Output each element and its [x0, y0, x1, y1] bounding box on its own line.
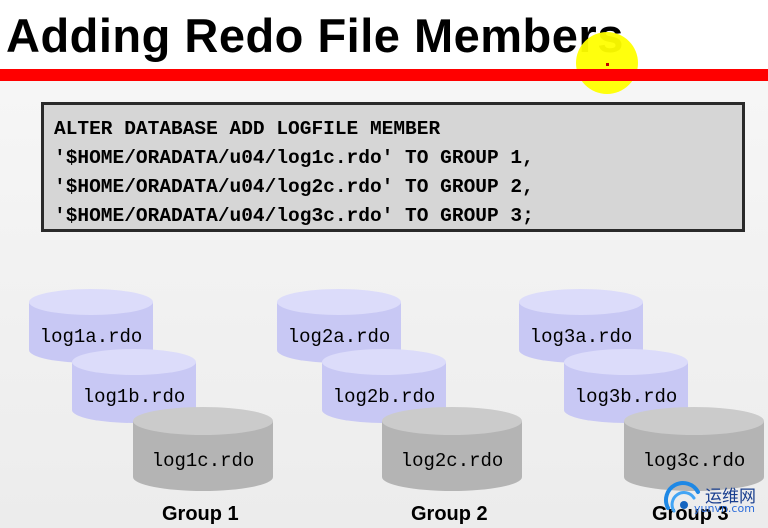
- member-label: log1a.rdo: [39, 326, 143, 348]
- disk-log1c: log1c.rdo: [132, 406, 274, 492]
- disk-log3b: log3b.rdo: [563, 348, 689, 424]
- member-label: log3b.rdo: [574, 386, 678, 408]
- member-label: log1c.rdo: [151, 450, 255, 472]
- member-label: log3a.rdo: [529, 326, 633, 348]
- code-line: '$HOME/ORADATA/u04/log1c.rdo' TO GROUP 1…: [54, 147, 534, 169]
- disk-log3a: log3a.rdo: [518, 288, 644, 364]
- disk-log1b: log1b.rdo: [71, 348, 197, 424]
- slide-title: Adding Redo File Members: [6, 9, 624, 62]
- code-line: '$HOME/ORADATA/u04/log2c.rdo' TO GROUP 2…: [54, 176, 534, 198]
- member-label: log2c.rdo: [400, 450, 504, 472]
- watermark-url: yunvn.com: [694, 502, 755, 515]
- watermark-text: 运维网: [705, 487, 756, 507]
- disk-log3c: log3c.rdo: [623, 406, 765, 492]
- code-line: ALTER DATABASE ADD LOGFILE MEMBER: [54, 118, 441, 140]
- group-label: Group 1: [162, 503, 239, 525]
- code-line: '$HOME/ORADATA/u04/log3c.rdo' TO GROUP 3…: [54, 205, 534, 227]
- disk-log2a: log2a.rdo: [276, 288, 402, 364]
- member-label: log3c.rdo: [642, 450, 746, 472]
- disk-log2c: log2c.rdo: [381, 406, 523, 492]
- member-label: log1b.rdo: [82, 386, 186, 408]
- group-label: Group 2: [411, 503, 488, 525]
- mouse-cursor-icon: [606, 63, 609, 66]
- title-underline-bar: [0, 69, 768, 81]
- member-label: log2b.rdo: [332, 386, 436, 408]
- member-label: log2a.rdo: [287, 326, 391, 348]
- sql-code-box: ALTER DATABASE ADD LOGFILE MEMBER '$HOME…: [41, 102, 745, 232]
- disk-log2b: log2b.rdo: [321, 348, 447, 424]
- watermark-logo-icon: [662, 478, 704, 520]
- disk-log1a: log1a.rdo: [28, 288, 154, 364]
